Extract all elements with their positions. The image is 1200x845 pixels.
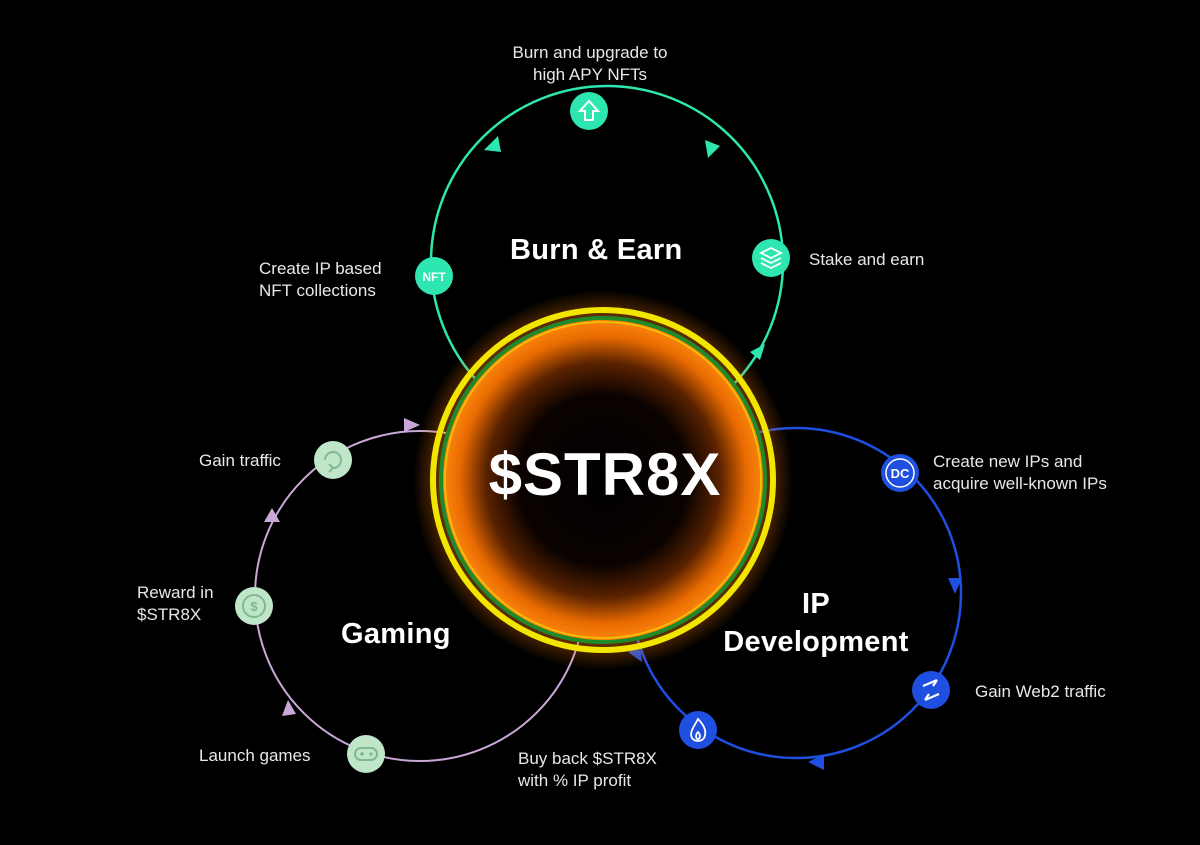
layers-stack-icon xyxy=(752,239,790,277)
step-gain-traffic-label: Gain traffic xyxy=(199,450,281,472)
step-create-nft-line-2: NFT collections xyxy=(259,281,376,300)
step-create-ips-line-1: Create new IPs and xyxy=(933,452,1083,471)
gaming-arrow-top xyxy=(404,418,420,432)
center-ring-yellow xyxy=(430,307,776,653)
burn-arrow-top-right xyxy=(705,140,720,158)
gaming-arrow-left xyxy=(264,508,280,522)
ip-development-title: IP Development xyxy=(706,585,926,661)
ip-development-title-line-2: Development xyxy=(723,626,909,658)
ip-arrow-right xyxy=(948,578,962,594)
dc-badge-text: DC xyxy=(891,466,910,481)
exchange-arrows-icon xyxy=(912,671,950,709)
ip-arrow-bottom xyxy=(808,754,824,770)
step-buy-back-label: Buy back $STR8X with % IP profit xyxy=(518,748,657,792)
step-web2-traffic-label: Gain Web2 traffic xyxy=(975,681,1106,703)
step-stake-earn-label: Stake and earn xyxy=(809,249,924,271)
ip-development-title-line-1: IP xyxy=(802,588,830,620)
step-create-nft-label: Create IP based NFT collections xyxy=(259,258,382,302)
step-launch-games-label: Launch games xyxy=(199,745,311,767)
step-reward-label: Reward in $STR8X xyxy=(137,582,214,626)
step-buy-back-line-1: Buy back $STR8X xyxy=(518,749,657,768)
step-burn-upgrade-line-1: Burn and upgrade to xyxy=(512,43,668,62)
center-token-label: $STR8X xyxy=(488,441,722,508)
step-launch-games-line-1: Launch games xyxy=(199,746,311,765)
step-burn-upgrade-label: Burn and upgrade to high APY NFTs xyxy=(490,42,690,86)
step-create-ips-line-2: acquire well-known IPs xyxy=(933,474,1107,493)
step-create-ips-label: Create new IPs and acquire well-known IP… xyxy=(933,451,1107,495)
step-gain-traffic-line-1: Gain traffic xyxy=(199,451,281,470)
step-reward-line-1: Reward in xyxy=(137,583,214,602)
dc-logo-icon: DC xyxy=(881,454,919,492)
nft-badge-text: NFT xyxy=(422,270,446,284)
gaming-arrow-bottom xyxy=(282,700,296,716)
traffic-cycle-icon xyxy=(314,441,352,479)
center-ring-yellow-inner xyxy=(444,321,762,639)
step-create-nft-line-1: Create IP based xyxy=(259,259,382,278)
center-orb xyxy=(440,317,766,643)
center-ring-green xyxy=(439,316,767,644)
step-stake-earn-line-1: Stake and earn xyxy=(809,250,925,269)
step-reward-line-2: $STR8X xyxy=(137,605,202,624)
step-web2-traffic-line-1: Gain Web2 traffic xyxy=(975,682,1106,701)
burn-arrow-top-left xyxy=(484,136,501,152)
burn-earn-title: Burn & Earn xyxy=(510,234,683,266)
coin-dollar-glyph: $ xyxy=(250,599,258,614)
gamepad-icon xyxy=(347,735,385,773)
upgrade-arrow-icon xyxy=(570,92,608,130)
gaming-title: Gaming xyxy=(341,618,451,650)
burn-arrow-bottom-right xyxy=(750,344,765,360)
coin-dollar-icon: $ xyxy=(235,587,273,625)
nft-badge-icon: NFT xyxy=(415,257,453,295)
step-burn-upgrade-line-2: high APY NFTs xyxy=(532,65,648,84)
step-buy-back-line-2: with % IP profit xyxy=(518,771,632,790)
flame-icon xyxy=(679,711,717,749)
